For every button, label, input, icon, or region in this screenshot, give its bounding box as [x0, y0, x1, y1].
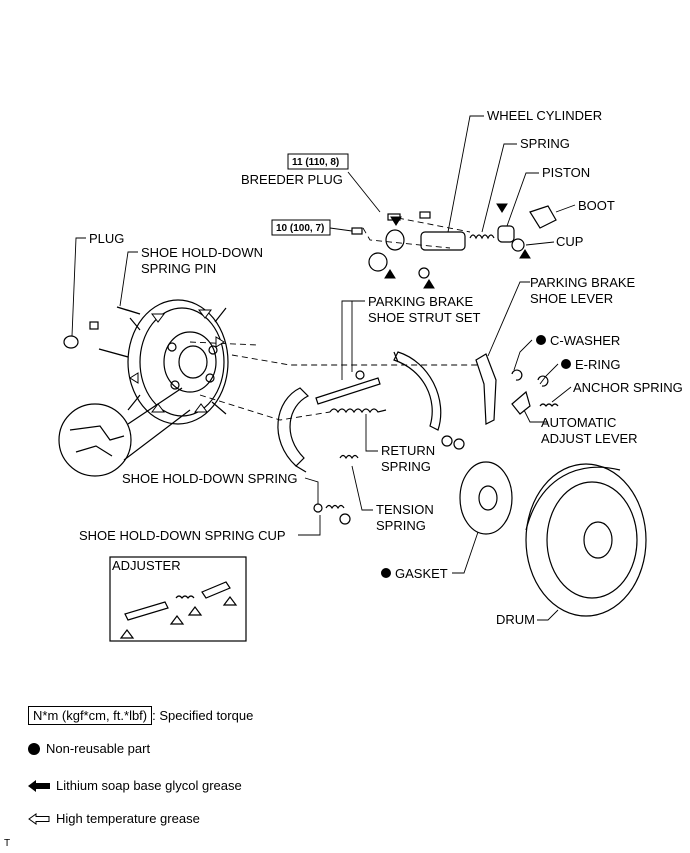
plug-part — [63, 321, 99, 349]
label-spring: SPRING — [520, 136, 570, 151]
return-spring-part — [329, 408, 387, 414]
label-lever-line2: SHOE LEVER — [530, 291, 613, 306]
label-strut-line2: SHOE STRUT SET — [368, 310, 481, 325]
label-boot: BOOT — [578, 198, 615, 213]
adjuster-box — [109, 556, 247, 642]
non-reusable-marker-c-washer — [536, 335, 546, 345]
drum-part — [525, 463, 647, 617]
filled-arrow-icon — [28, 779, 50, 792]
label-e-ring: E-RING — [575, 357, 621, 372]
non-reusable-marker-gasket — [381, 568, 391, 578]
legend-non-reusable: Non-reusable part — [28, 741, 150, 756]
label-adjuster: ADJUSTER — [112, 558, 181, 573]
shoe-hold-down-spring-pins — [98, 306, 141, 358]
legend-lithium: Lithium soap base glycol grease — [28, 778, 242, 793]
label-adjust-lever-line1: AUTOMATIC — [541, 415, 616, 430]
label-lever-line1: PARKING BRAKE — [530, 275, 636, 290]
label-plug: PLUG — [89, 231, 124, 246]
legend-lithium-text: Lithium soap base glycol grease — [56, 778, 242, 793]
anchor-spring-part — [539, 403, 559, 407]
automatic-adjust-lever-part — [511, 375, 549, 415]
label-piston: PISTON — [542, 165, 590, 180]
legend-non-reusable-text: Non-reusable part — [46, 741, 151, 756]
legend-high-temp: High temperature grease — [28, 811, 200, 826]
label-anchor-spring: ANCHOR SPRING — [573, 380, 683, 395]
label-c-washer: C-WASHER — [550, 333, 620, 348]
torque-box-breeder-plug: 11 (110, 8) — [287, 153, 349, 170]
label-return-spring-line1: RETURN — [381, 443, 435, 458]
c-washer-part — [511, 369, 523, 381]
label-tension-spring-line2: SPRING — [376, 518, 426, 533]
outline-arrow-icon — [28, 812, 50, 825]
label-leaders — [71, 115, 576, 621]
brake-shoe-right — [393, 351, 442, 431]
torque-bolt-text: 10 (100, 7) — [276, 223, 324, 234]
parking-brake-lever-part — [475, 353, 497, 425]
wheel-cylinder-part — [351, 205, 557, 279]
label-shoe-hold-down-spring-cup: SHOE HOLD-DOWN SPRING CUP — [79, 528, 286, 543]
legend-torque-desc: : Specified torque — [152, 708, 254, 723]
label-return-spring-line2: SPRING — [381, 459, 431, 474]
label-shoe-hold-down-spring: SHOE HOLD-DOWN SPRING — [122, 471, 298, 486]
label-tension-spring-line1: TENSION — [376, 502, 434, 517]
label-strut-line1: PARKING BRAKE — [368, 294, 474, 309]
label-breeder-plug: BREEDER PLUG — [241, 172, 343, 187]
non-reusable-marker-e-ring — [561, 359, 571, 369]
high-temp-arrows — [129, 309, 225, 413]
label-wheel-cylinder: WHEEL CYLINDER — [487, 108, 602, 123]
label-cup: CUP — [556, 234, 583, 249]
legend-torque-box: N*m (kgf*cm, ft.*lbf) — [28, 706, 153, 725]
hold-down-springs-lower — [313, 503, 351, 525]
label-pin-line2: SPRING PIN — [141, 261, 216, 276]
corner-mark: T — [4, 838, 11, 849]
torque-box-bolt: 10 (100, 7) — [271, 219, 331, 236]
legend-high-temp-text: High temperature grease — [56, 811, 200, 826]
detail-inset — [58, 387, 191, 477]
gasket-part — [459, 461, 513, 535]
label-pin-line1: SHOE HOLD-DOWN — [141, 245, 263, 260]
parking-brake-strut — [315, 370, 381, 405]
legend-torque: N*m (kgf*cm, ft.*lbf): Specified torque — [28, 706, 253, 725]
torque-breeder-plug-text: 11 (110, 8) — [292, 157, 339, 168]
hold-down-cups-right — [441, 435, 465, 450]
backing-plate — [127, 299, 229, 425]
label-gasket: GASKET — [395, 566, 448, 581]
grease-arrows — [384, 203, 531, 289]
filled-circle-icon — [28, 742, 40, 755]
brake-shoe-left — [277, 387, 310, 473]
label-adjust-lever-line2: ADJUST LEVER — [541, 431, 638, 446]
tension-spring-part — [339, 454, 359, 460]
dashed-leaders — [189, 217, 480, 421]
label-drum: DRUM — [496, 612, 535, 627]
